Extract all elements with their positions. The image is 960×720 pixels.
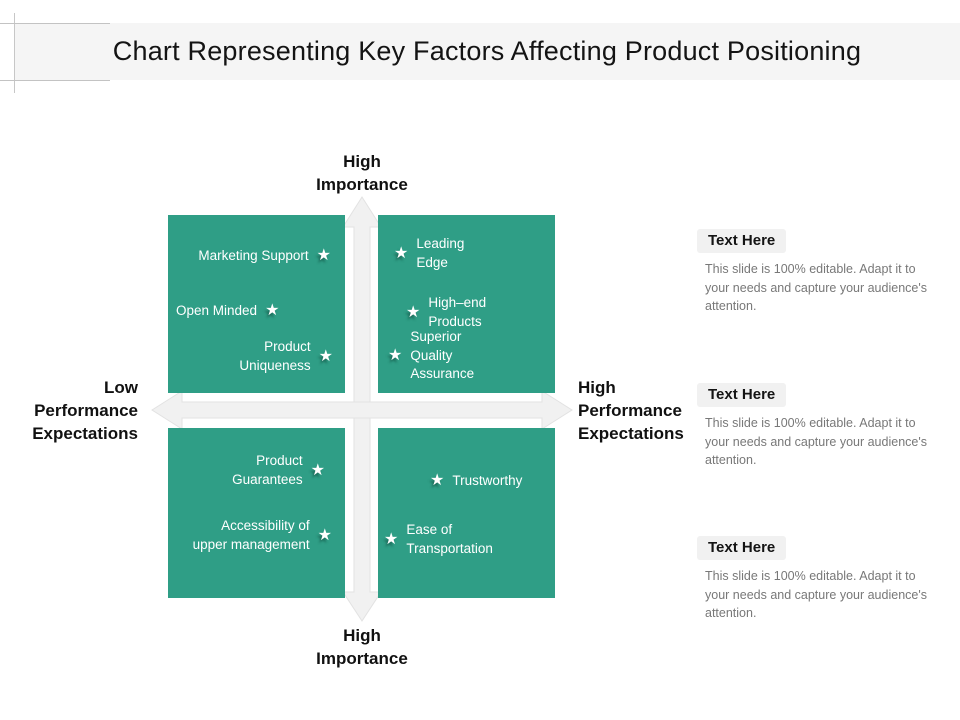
star-icon: ★ <box>318 347 333 365</box>
text-section-heading: Text Here <box>697 536 787 560</box>
factor-label: Leading Edge <box>416 236 465 270</box>
factor-label: High–end Products <box>428 295 487 329</box>
text-section-body: This slide is 100% editable. Adapt it to… <box>705 569 927 620</box>
text-section-heading: Text Here <box>697 229 787 253</box>
title-band: Chart Representing Key Factors Affecting… <box>14 23 960 80</box>
text-section-body: This slide is 100% editable. Adapt it to… <box>705 416 927 467</box>
factor-label: Product Guarantees <box>232 453 303 487</box>
factor-item: Product Guarantees ★ <box>211 452 325 489</box>
quadrant-top-left: Marketing Support ★ Open Minded ★ Produc… <box>168 215 345 393</box>
axis-label-right: High Performance Expectations <box>578 378 684 443</box>
factor-item: ★ Ease of Transportation <box>384 521 512 558</box>
quadrant-top-right: ★ Leading Edge ★ High–end Products ★ Sup… <box>378 215 555 393</box>
quadrant-bottom-right: ★ Trustworthy ★ Ease of Transportation <box>378 428 555 598</box>
factor-item: ★ Trustworthy <box>430 472 522 491</box>
factor-label: Accessibility of upper management <box>192 518 310 552</box>
factor-label: Product Uniqueness <box>239 339 311 373</box>
star-icon: ★ <box>388 346 403 364</box>
factor-label: Trustworthy <box>452 473 523 488</box>
axis-label-top: High Importance <box>316 152 408 194</box>
star-icon: ★ <box>430 472 445 490</box>
factor-item: Accessibility of upper management ★ <box>192 517 332 554</box>
factor-item: ★ Superior Quality Assurance <box>388 328 494 384</box>
star-icon: ★ <box>310 461 325 479</box>
text-section-body: This slide is 100% editable. Adapt it to… <box>705 262 927 313</box>
axis-label-bottom: High Importance <box>316 626 408 668</box>
star-icon: ★ <box>316 247 331 265</box>
page-title: Chart Representing Key Factors Affecting… <box>112 36 862 66</box>
factor-item: Product Uniqueness ★ <box>227 338 333 375</box>
axis-label-left: Low Performance Expectations <box>32 378 138 443</box>
star-icon: ★ <box>394 244 409 262</box>
star-icon: ★ <box>317 526 332 544</box>
text-section: Text Here This slide is 100% editable. A… <box>697 383 931 470</box>
text-section-heading: Text Here <box>697 383 787 407</box>
star-icon: ★ <box>265 302 280 320</box>
factor-label: Open Minded <box>176 303 258 318</box>
corner-line-bottom <box>0 80 110 81</box>
factor-item: ★ High–end Products <box>406 294 506 331</box>
corner-line-vertical <box>14 13 15 93</box>
factor-item: ★ Leading Edge <box>394 235 478 272</box>
factor-label: Superior Quality Assurance <box>410 329 475 381</box>
factor-label: Marketing Support <box>198 248 309 263</box>
horizontal-axis-arrow <box>151 390 573 430</box>
star-icon: ★ <box>384 530 399 548</box>
corner-line-top <box>0 23 110 24</box>
factor-label: Ease of Transportation <box>406 522 493 556</box>
factor-item: Marketing Support ★ <box>198 247 331 266</box>
factor-item: Open Minded ★ <box>176 302 279 321</box>
star-icon: ★ <box>406 303 421 321</box>
text-section: Text Here This slide is 100% editable. A… <box>697 536 931 623</box>
quadrant-bottom-left: Product Guarantees ★ Accessibility of up… <box>168 428 345 598</box>
text-section: Text Here This slide is 100% editable. A… <box>697 229 931 316</box>
